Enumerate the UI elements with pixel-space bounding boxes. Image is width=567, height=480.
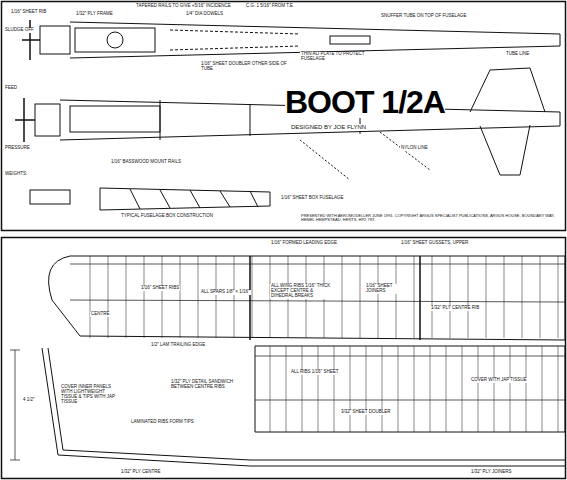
wing-rib — [286, 346, 287, 432]
wing-rib — [318, 346, 319, 432]
wing-rib — [526, 346, 527, 432]
plan-note: 1/32" PLY FRAME — [75, 12, 114, 17]
plan-note: COVER INNER PANELS WITH LIGHTWEIGHT TISS… — [60, 385, 122, 405]
plan-note: FEED — [4, 86, 18, 91]
sheet-border — [2, 2, 566, 231]
plan-note: C.G. 1 5/16" FROM T.E. — [245, 4, 295, 9]
wing-rib — [510, 346, 511, 432]
wing-planform — [49, 256, 565, 340]
wing-rib — [494, 346, 495, 432]
wing-inner-panel — [255, 346, 565, 432]
plan-note: CENTRE — [90, 312, 111, 317]
plan-note: 1/4" DIA DOWELS — [185, 12, 224, 17]
plan-note: TYPICAL FUSELAGE BOX CONSTRUCTION — [120, 214, 214, 219]
plan-note: 1/16" SHEET JOINERS — [365, 284, 412, 294]
wing-rib — [198, 256, 199, 338]
plan-note: 1/16" FORMED LEADING EDGE — [270, 241, 338, 246]
wing-rib — [382, 346, 383, 432]
plan-note: 1/32" PLY CENTRE — [120, 470, 161, 475]
wing-rib — [558, 256, 559, 338]
plan-note: NYLON LINE — [400, 146, 429, 151]
plan-note: 1/2" LAM TRAILING EDGE — [150, 343, 206, 348]
plan-note: SLUDGE OFF — [4, 28, 35, 33]
plan-note: TUBE LINE — [505, 52, 530, 57]
sheet-border — [2, 238, 566, 479]
wing-rib — [398, 346, 399, 432]
plan-note: SNUFFER TUBE ON TOP OF FUSELAGE — [380, 14, 467, 19]
dihedral-view — [10, 348, 565, 466]
plan-note: ALL WING RIBS 1/16" THICK EXCEPT CENTRE … — [270, 284, 332, 299]
plan-title: BOOT 1/2A — [285, 86, 445, 118]
plan-note: PRESENTED WITH AEROMODELLER JUNE 1991. C… — [300, 214, 557, 223]
plan-note: ALL RIBS 1/16" SHEET — [290, 370, 339, 375]
wing-rib — [542, 346, 543, 432]
wing-rib — [540, 256, 541, 338]
wing-rib — [216, 256, 217, 338]
plan-note: TAPERED RAILS TO GIVE +5/16" INCIDENCE — [135, 4, 232, 9]
wing-rib — [468, 256, 469, 338]
wing-rib — [350, 346, 351, 432]
plan-note: 1/16" SHEET GUSSETS, UPPER — [400, 241, 469, 246]
plan-note: 1/32" PLY DETAIL SANDWICH BETWEEN CENTRE… — [170, 380, 242, 390]
wing-rib — [334, 346, 335, 432]
wing-rib — [504, 256, 505, 338]
wing-rib — [446, 346, 447, 432]
wing-rib — [414, 256, 415, 338]
plan-note: 1/16" SHEET BOX FUSELAGE — [280, 196, 345, 201]
plan-note: 1/32" PLY JOINERS — [470, 470, 512, 475]
wing-rib — [558, 346, 559, 432]
plan-note: 1/16" BASSWOOD MOUNT RAILS — [110, 160, 182, 165]
wing-rib — [252, 256, 253, 338]
wing-rib — [450, 256, 451, 338]
wing-rib — [162, 256, 163, 338]
box-section — [30, 188, 270, 210]
fuselage-plan — [22, 20, 560, 60]
wing-rib — [180, 256, 181, 338]
wing-rib — [522, 256, 523, 338]
wing-rib — [144, 256, 145, 338]
wing-rib — [108, 256, 109, 338]
plan-note: PRESSURE — [4, 146, 31, 151]
wing-rib — [432, 256, 433, 338]
wing-rib — [90, 256, 91, 338]
plan-note: ALL SPARS 1/8" × 1/16" — [200, 290, 251, 295]
wing-rib — [462, 346, 463, 432]
plan-note: 1/16" SHEET RIB — [10, 10, 47, 15]
plan-note: THIN ALI PLATE TO PROTECT FUSELAGE — [300, 52, 382, 62]
plan-note: LAMINATED RIBS FORM TIPS — [130, 420, 195, 425]
fuselage-side — [15, 68, 560, 180]
wing-rib — [478, 346, 479, 432]
plan-note: WEIGHTS: — [4, 172, 28, 177]
wing-rib — [430, 346, 431, 432]
wing-rib — [366, 346, 367, 432]
plan-note: 3/32" SHEET DOUBLER — [340, 410, 392, 415]
wing-rib — [270, 346, 271, 432]
wing-rib — [396, 256, 397, 338]
wing-rib — [126, 256, 127, 338]
plan-note: COVER WITH JAP TISSUE — [470, 378, 528, 383]
wing-rib — [234, 256, 235, 338]
wing-rib — [486, 256, 487, 338]
plan-note: 4 1/2" — [22, 398, 36, 403]
plan-note: DESIGNED BY JOE FLYNN — [290, 124, 367, 131]
plan-note: 1/32" PLY CENTRE RIB — [430, 306, 480, 311]
wing-rib — [414, 346, 415, 432]
wing-rib — [302, 346, 303, 432]
wing-rib — [378, 256, 379, 338]
plan-note: 1/16" SHEET DOUBLER OTHER SIDE OF TUBE — [200, 62, 292, 72]
plan-note: 1/16" SHEET RIBS — [140, 286, 180, 291]
wing-rib — [360, 256, 361, 338]
wing-rib — [342, 256, 343, 338]
